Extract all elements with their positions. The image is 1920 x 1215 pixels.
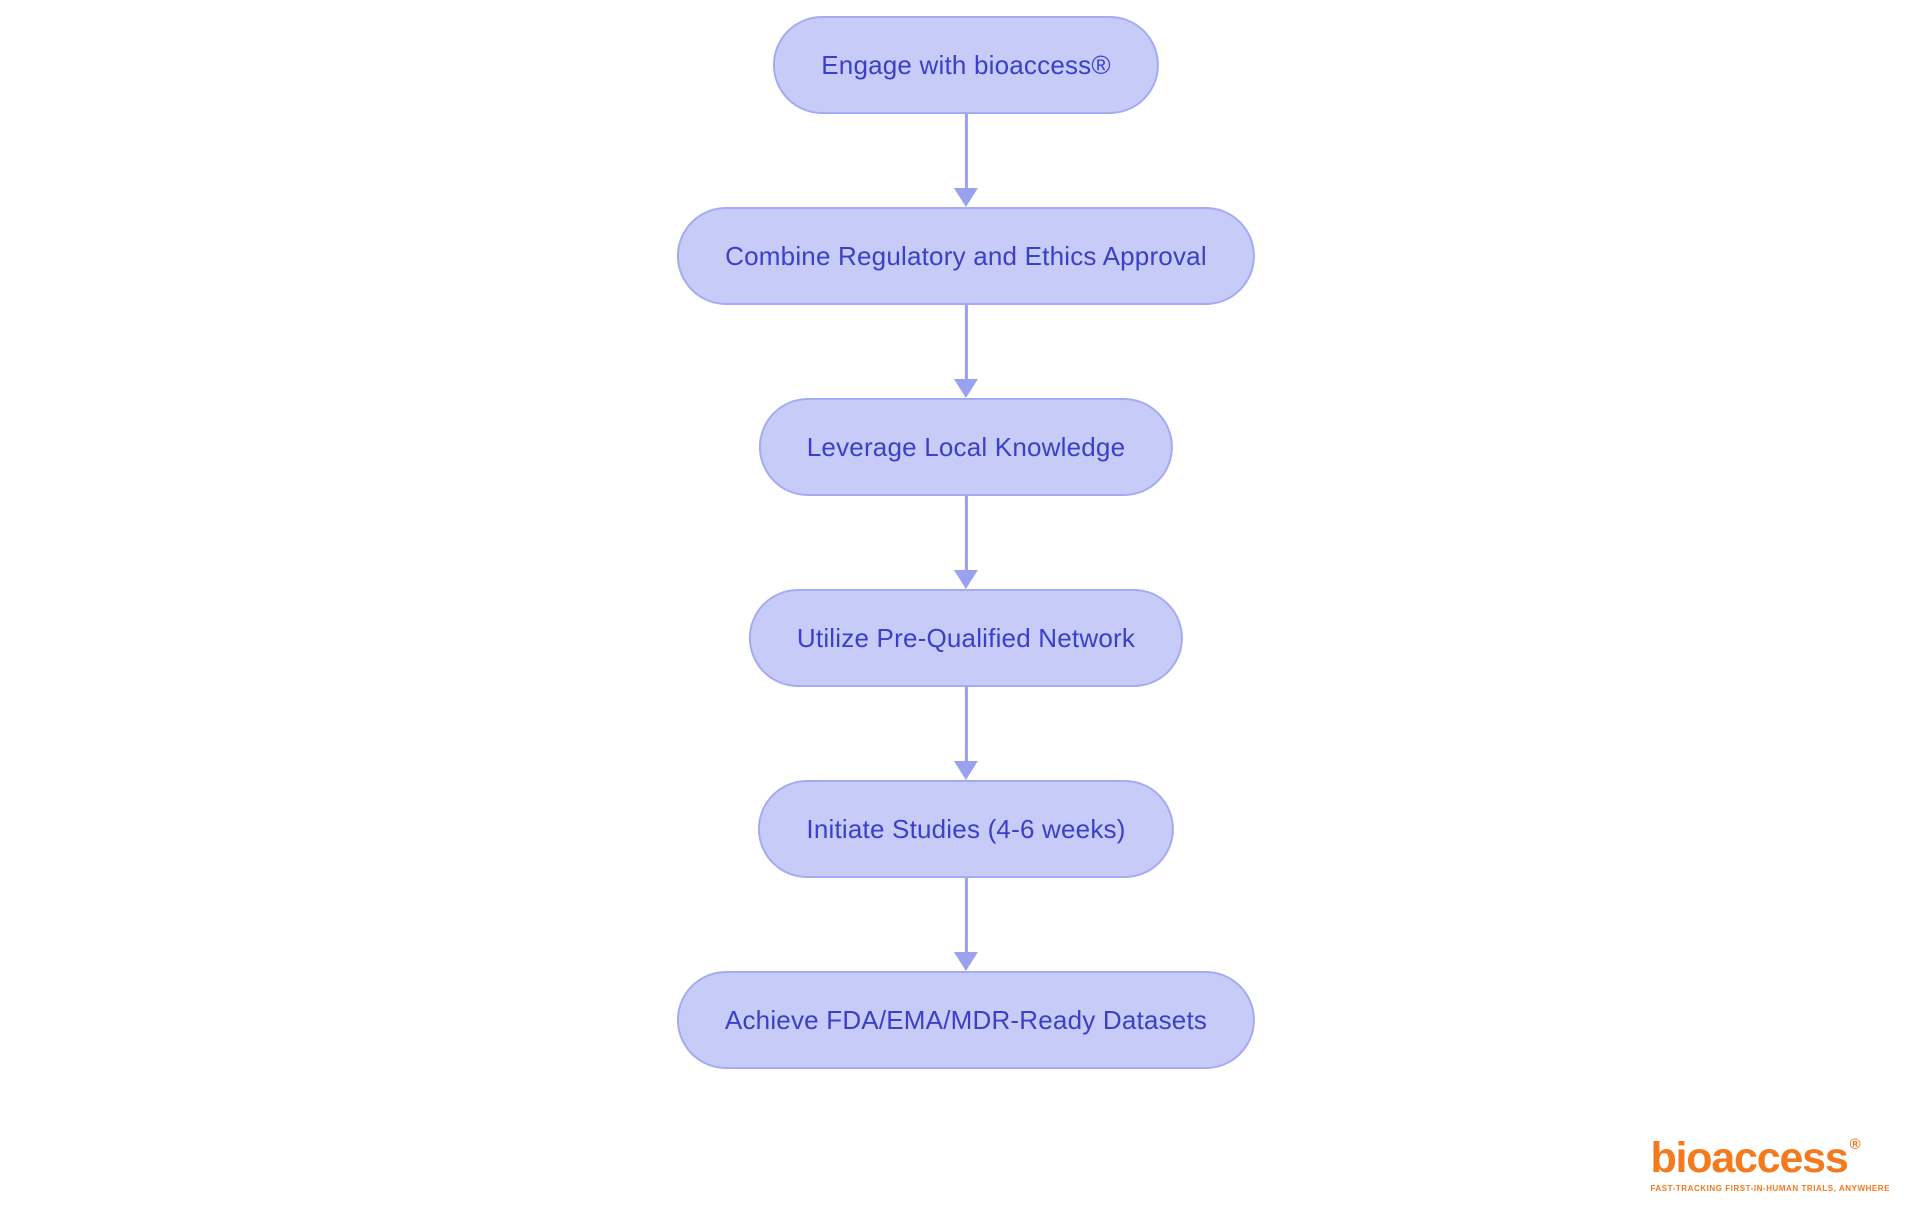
flow-arrow-5 — [953, 878, 978, 971]
arrow-shaft — [964, 305, 968, 379]
logo-wordmark: bioaccess — [1650, 1134, 1848, 1182]
arrow-head-icon — [953, 188, 978, 207]
arrow-shaft — [964, 687, 968, 761]
flow-node-combine-approval: Combine Regulatory and Ethics Approval — [677, 207, 1255, 305]
registered-trademark-icon: ® — [1849, 1136, 1861, 1153]
flow-arrow-3 — [953, 496, 978, 589]
logo-tagline: FAST-TRACKING FIRST-IN-HUMAN TRIALS, ANY… — [1650, 1184, 1890, 1193]
arrow-head-icon — [953, 570, 978, 589]
flow-node-engage: Engage with bioaccess® — [773, 16, 1159, 114]
arrow-shaft — [964, 114, 968, 188]
arrow-head-icon — [953, 761, 978, 780]
flow-node-local-knowledge: Leverage Local Knowledge — [758, 398, 1174, 496]
bioaccess-logo: bioaccess ® FAST-TRACKING FIRST-IN-HUMAN… — [1650, 1137, 1890, 1193]
flow-arrow-4 — [953, 687, 978, 780]
flow-node-ready-datasets: Achieve FDA/EMA/MDR-Ready Datasets — [676, 971, 1256, 1069]
flow-node-initiate-studies: Initiate Studies (4-6 weeks) — [758, 780, 1174, 878]
arrow-head-icon — [953, 379, 978, 398]
flow-node-prequalified-network: Utilize Pre-Qualified Network — [748, 589, 1184, 687]
arrow-head-icon — [953, 952, 978, 971]
flowchart: Engage with bioaccess® Combine Regulator… — [676, 16, 1256, 1069]
arrow-shaft — [964, 496, 968, 570]
flow-arrow-2 — [953, 305, 978, 398]
arrow-shaft — [964, 878, 968, 952]
flow-arrow-1 — [953, 114, 978, 207]
